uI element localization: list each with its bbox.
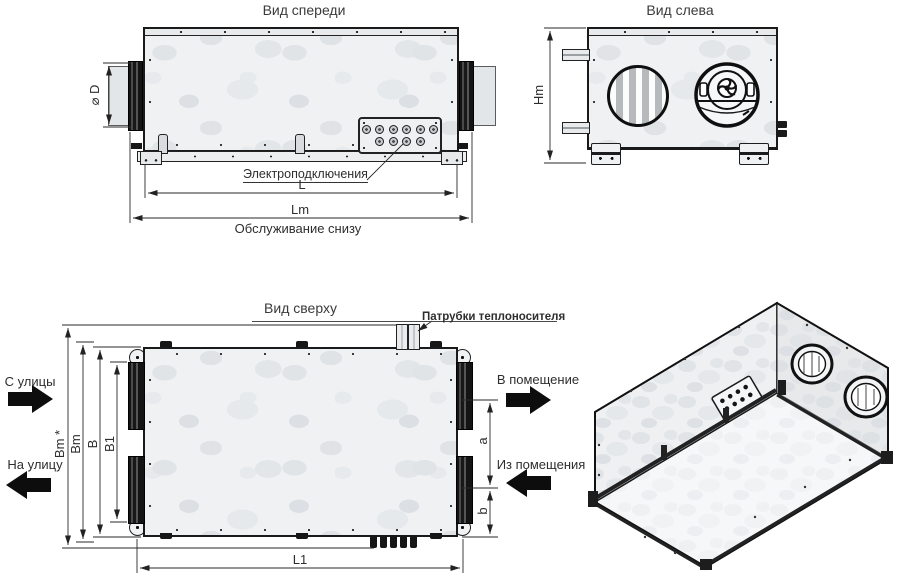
front-mount-bolt-2 bbox=[295, 134, 305, 154]
top-view-flange-street-out bbox=[128, 456, 145, 524]
front-right-duct-collar bbox=[472, 66, 496, 126]
left-view-knob-1 bbox=[776, 121, 787, 128]
left-view-foot-left bbox=[591, 143, 621, 165]
pipe-stub-top bbox=[562, 49, 590, 61]
front-right-side-tab bbox=[457, 143, 468, 149]
arrow-to-room bbox=[506, 386, 551, 414]
flow-label-to-street: На улицу bbox=[7, 457, 63, 472]
left-view-foot-right bbox=[739, 143, 769, 165]
heat-carrier-pipe-2 bbox=[408, 324, 420, 350]
bottom-edge-tab bbox=[296, 533, 308, 539]
front-view-body bbox=[143, 27, 459, 152]
top-view-title: Вид сверху bbox=[264, 300, 337, 316]
cable-gland bbox=[410, 536, 417, 548]
heat-carrier-pipe-1 bbox=[396, 324, 408, 350]
dim-label-B1: B1 bbox=[102, 436, 117, 452]
dim-label-L1: L1 bbox=[292, 552, 308, 567]
bottom-edge-tab bbox=[160, 533, 172, 539]
heat-exchanger-opening bbox=[607, 65, 669, 127]
isometric-view bbox=[588, 301, 893, 571]
dim-label-B: B bbox=[85, 439, 100, 449]
flow-label-from-room: Из помещения bbox=[496, 457, 586, 472]
front-right-duct-flange bbox=[459, 61, 474, 131]
left-view-top-strip bbox=[589, 29, 776, 36]
front-left-side-tab bbox=[131, 143, 142, 149]
pipe-stub-bottom bbox=[562, 122, 590, 134]
top-view-screws-top bbox=[155, 352, 446, 356]
dim-label-L: L bbox=[298, 177, 306, 192]
electrical-connector-panel bbox=[358, 117, 442, 154]
dim-label-diameter-D: ⌀ D bbox=[87, 84, 102, 106]
dim-label-a: a bbox=[475, 437, 490, 445]
connector-socket bbox=[402, 137, 412, 146]
top-view-screws-left bbox=[148, 359, 152, 527]
flow-label-from-street: С улицы bbox=[4, 374, 56, 389]
connector-socket bbox=[402, 125, 412, 134]
cable-gland bbox=[390, 536, 397, 548]
arrow-to-street bbox=[6, 471, 51, 499]
connector-socket bbox=[415, 125, 425, 134]
connector-socket bbox=[388, 137, 398, 146]
dim-label-Hm: Hm bbox=[531, 84, 546, 106]
front-rail-bracket-right bbox=[441, 151, 463, 165]
front-screws-left bbox=[148, 39, 152, 142]
connector-socket bbox=[415, 137, 425, 146]
front-top-strip bbox=[145, 29, 457, 36]
service-from-below-note: Обслуживание снизу bbox=[234, 221, 362, 236]
cable-gland bbox=[380, 536, 387, 548]
electrical-connections-label: Электроподключения bbox=[243, 167, 368, 183]
connector-socket bbox=[429, 125, 439, 134]
top-view-screws-bottom bbox=[155, 528, 446, 532]
top-edge-tab bbox=[160, 341, 172, 347]
top-view-flange-room-in bbox=[456, 362, 473, 430]
connector-socket bbox=[361, 125, 371, 134]
front-left-duct-flange bbox=[128, 61, 143, 131]
flow-label-to-room: В помещение bbox=[496, 372, 580, 387]
bottom-edge-tab bbox=[430, 533, 442, 539]
left-view-title: Вид слева bbox=[646, 2, 714, 18]
fan-opening bbox=[694, 62, 760, 128]
left-view-screws-right bbox=[769, 39, 773, 139]
top-view-screws-right bbox=[449, 359, 453, 527]
mount-tab-top-right bbox=[454, 349, 471, 366]
cable-gland bbox=[400, 536, 407, 548]
arrow-from-room bbox=[506, 469, 551, 497]
front-rail-bracket-left bbox=[140, 151, 162, 165]
cable-gland bbox=[370, 536, 377, 548]
heat-carrier-pipes-label: Патрубки теплоносителя bbox=[422, 311, 566, 323]
left-view-knob-2 bbox=[776, 130, 787, 137]
connector-socket bbox=[375, 137, 385, 146]
top-view-body bbox=[143, 347, 458, 537]
connector-socket bbox=[375, 125, 385, 134]
top-view-flange-street-in bbox=[128, 362, 145, 430]
dim-label-Lm: Lm bbox=[290, 202, 310, 217]
top-edge-tab bbox=[296, 341, 308, 347]
connector-socket bbox=[388, 125, 398, 134]
top-edge-tab bbox=[430, 341, 442, 347]
dim-label-Bm-star: Bm * bbox=[52, 429, 67, 459]
dim-label-b: b bbox=[475, 507, 490, 515]
left-view-screws-left bbox=[592, 39, 596, 139]
front-mount-bolt-1 bbox=[158, 134, 168, 154]
front-view-title: Вид спереди bbox=[262, 2, 346, 18]
front-screws-right bbox=[450, 39, 454, 142]
dim-label-Bm: Bm bbox=[68, 434, 83, 454]
top-view-flange-room-out bbox=[456, 456, 473, 524]
